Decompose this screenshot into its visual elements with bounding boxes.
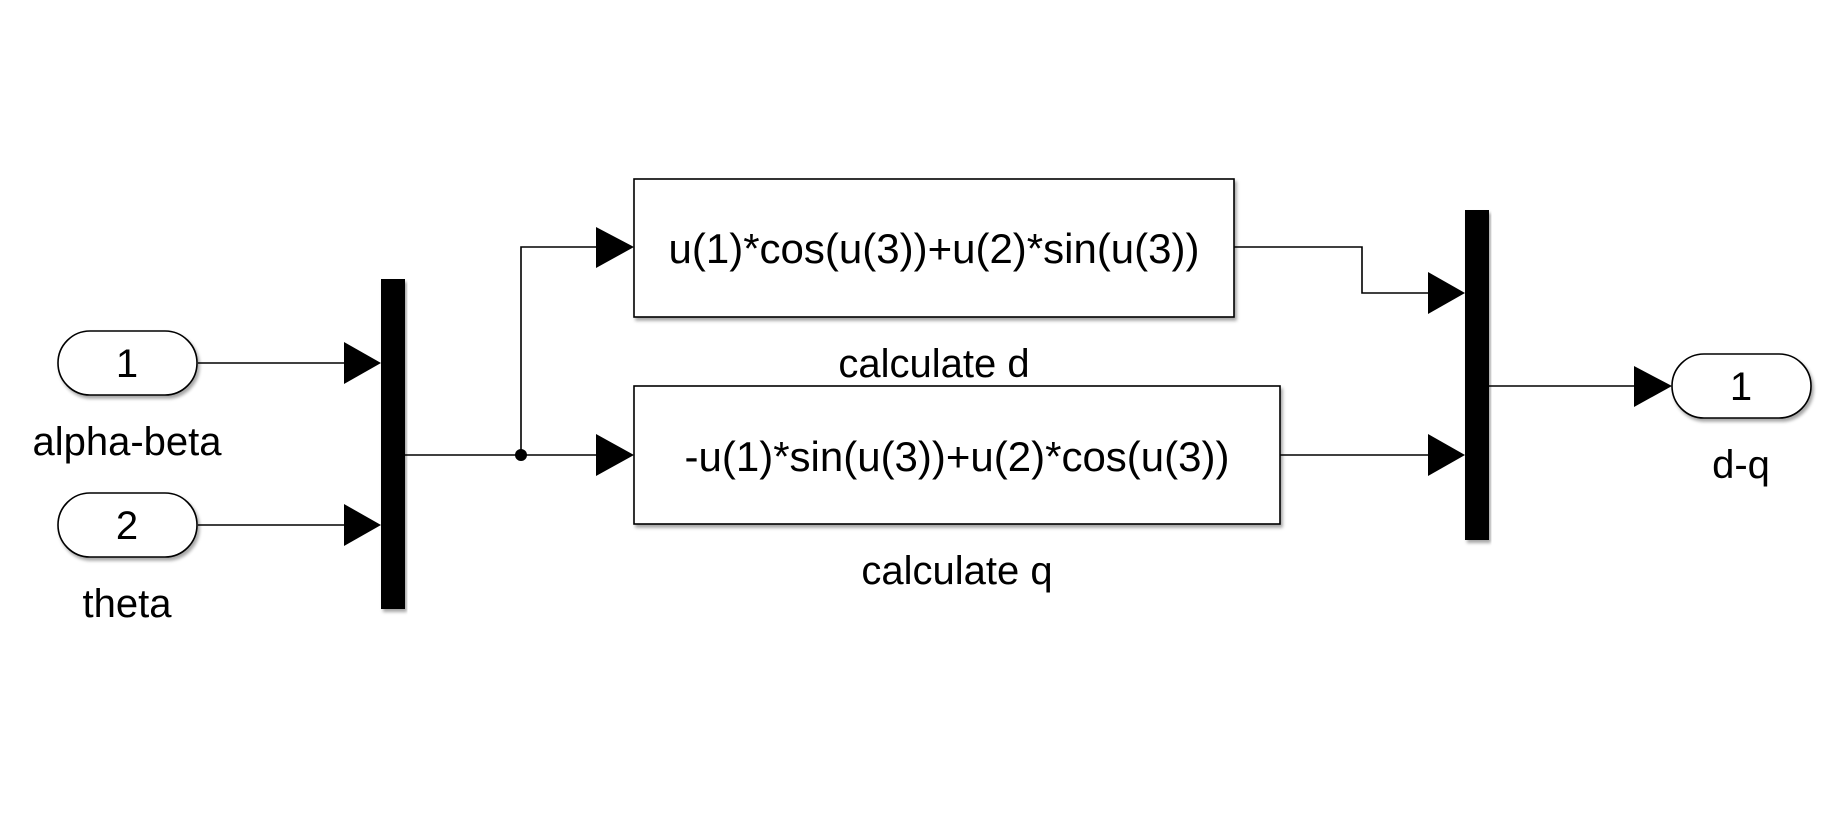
outport-label: d-q bbox=[1712, 443, 1770, 487]
arrowhead bbox=[1428, 272, 1465, 314]
inport-label: alpha-beta bbox=[32, 420, 222, 464]
arrowhead bbox=[596, 227, 634, 268]
mux-block-output[interactable] bbox=[1465, 210, 1489, 540]
fcn-block-d[interactable]: u(1)*cos(u(3))+u(2)*sin(u(3)) bbox=[633, 178, 1235, 318]
fcn-label: calculate q bbox=[861, 549, 1052, 593]
fcn-label: calculate d bbox=[838, 342, 1029, 386]
fcn-block-q[interactable]: -u(1)*sin(u(3))+u(2)*cos(u(3)) bbox=[633, 385, 1281, 525]
mux-block[interactable] bbox=[381, 279, 405, 609]
arrowhead bbox=[1428, 434, 1465, 476]
outport-number: 1 bbox=[1730, 365, 1752, 409]
arrowhead bbox=[344, 342, 381, 384]
arrowheads bbox=[344, 227, 1672, 546]
arrowhead bbox=[1634, 366, 1672, 407]
signal-lines bbox=[198, 246, 1636, 526]
outport-shape bbox=[1671, 353, 1812, 419]
inport-shape bbox=[57, 492, 198, 558]
fcn-block-shape bbox=[633, 385, 1281, 525]
arrowhead bbox=[596, 434, 634, 476]
inport-number: 2 bbox=[116, 504, 138, 548]
inport-1[interactable]: 1 bbox=[57, 330, 198, 396]
inport-2[interactable]: 2 bbox=[57, 492, 198, 558]
signal-line-fcn-d-to-mux2[interactable] bbox=[1234, 246, 1430, 294]
fcn-expression: -u(1)*sin(u(3))+u(2)*cos(u(3)) bbox=[685, 433, 1230, 480]
fcn-block-shape bbox=[633, 178, 1235, 318]
inport-number: 1 bbox=[116, 342, 138, 386]
branch-point bbox=[515, 449, 527, 461]
arrowhead bbox=[344, 504, 381, 546]
outport-1[interactable]: 1 bbox=[1671, 353, 1812, 419]
fcn-expression: u(1)*cos(u(3))+u(2)*sin(u(3)) bbox=[669, 225, 1200, 272]
signal-line-branch-to-fcn-d[interactable] bbox=[520, 246, 597, 455]
inport-shape bbox=[57, 330, 198, 396]
inport-label: theta bbox=[83, 582, 173, 626]
